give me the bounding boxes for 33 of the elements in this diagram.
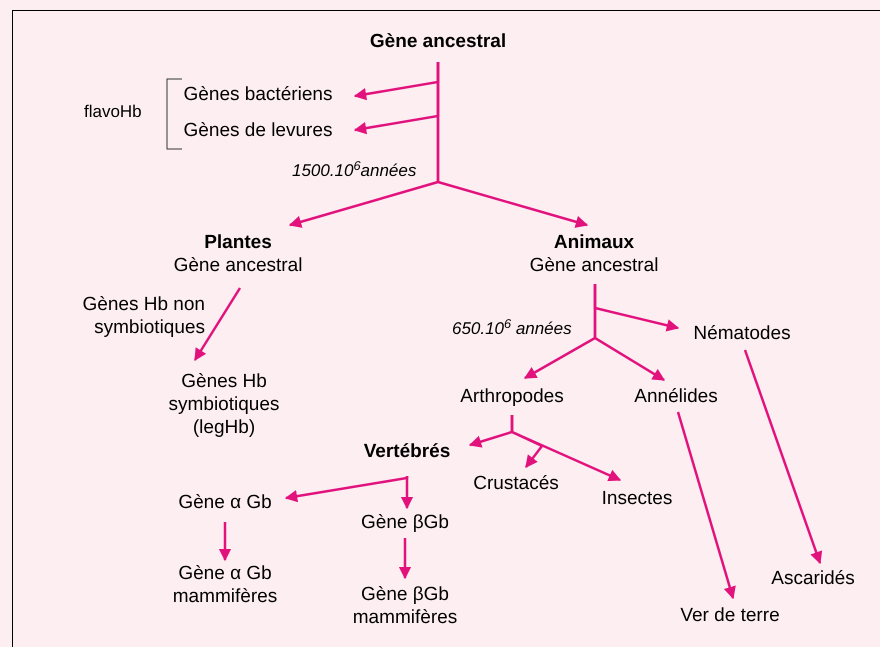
time-label: 650.10$^{6}$ années	[452, 318, 572, 340]
arrow	[194, 287, 242, 362]
arrow	[398, 538, 412, 580]
node-label: Ver de terre	[680, 604, 780, 627]
arrow	[510, 415, 622, 482]
node-label: Gènes de levures	[184, 119, 332, 142]
node-label: Gène βGb	[360, 511, 450, 534]
time-label: 1500.10$^{6}$années	[292, 160, 416, 182]
arrow	[744, 350, 822, 564]
node-label: Gène ancestral	[174, 254, 302, 277]
arrow	[400, 476, 414, 510]
group-heading: Plantes	[204, 231, 272, 254]
node-label: Vertébrés	[364, 440, 450, 463]
node-label: Gène α Gb mammifères	[172, 562, 278, 608]
arrow	[284, 476, 408, 502]
node-label: Gènes Hb symbiotiques (legHb)	[168, 370, 280, 439]
node-label: Gène ancestral	[530, 254, 658, 277]
node-label: Crustacés	[473, 472, 559, 495]
node-label: Gènes bactériens	[184, 83, 332, 106]
node-label: Insectes	[602, 487, 672, 510]
arrow	[436, 62, 588, 228]
arrow	[594, 284, 666, 382]
group-label: flavoHb	[84, 101, 142, 123]
node-label: Gène α Gb	[178, 491, 272, 514]
arrow	[218, 522, 232, 562]
group-heading: Animaux	[554, 231, 634, 254]
arrow	[676, 412, 736, 600]
node-label: Gène βGb mammifères	[352, 583, 458, 629]
node-label: Nématodes	[693, 322, 791, 345]
node-label: Annélides	[634, 385, 718, 408]
node-label: Ascaridés	[771, 567, 855, 590]
node-label: Arthropodes	[460, 385, 564, 408]
node-label: Gène ancestral	[370, 30, 506, 53]
